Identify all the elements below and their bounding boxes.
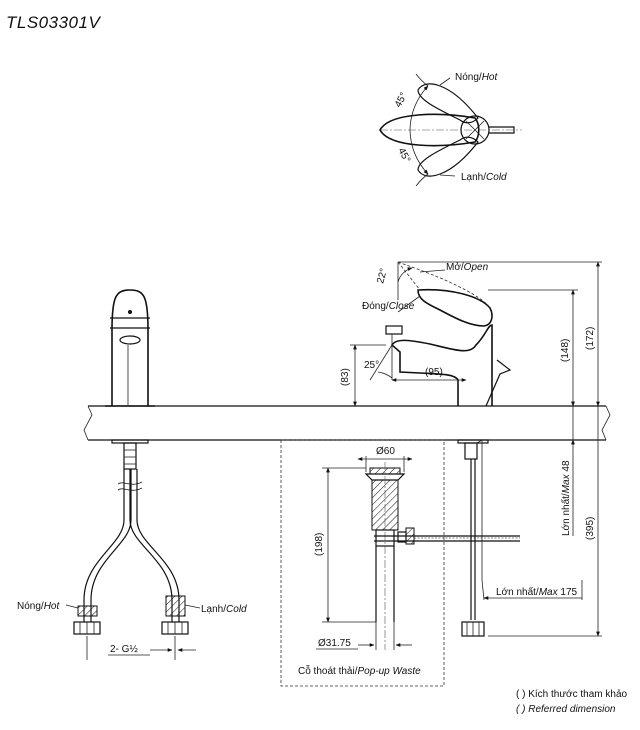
waste-dia-60: Ø60 — [376, 446, 395, 457]
top-angle-down: 45° — [395, 146, 412, 165]
front-hose-hot — [83, 469, 125, 622]
top-view: 45° 45° Nóng/Hot Lạnh/Cold — [379, 72, 522, 187]
top-handle-hot — [417, 83, 479, 124]
front-hose-cold — [129, 469, 173, 622]
front-hot-label: Nóng/Hot — [17, 601, 60, 612]
front-faucet-body — [111, 289, 149, 406]
note-line-en: ( ) Referred dimension — [516, 704, 616, 715]
side-spout-angle: 25° — [364, 360, 379, 371]
side-view: 22° 25° Mở/Open Đóng/Close (83) (95) (14… — [340, 261, 602, 637]
countertop — [83, 405, 611, 441]
side-lever-angle: 22° — [375, 267, 390, 284]
model-number: TLS03301V — [6, 13, 101, 32]
side-close-label: Đóng/Close — [362, 301, 415, 312]
top-handle-center — [379, 113, 480, 147]
top-cold-label: Lạnh/Cold — [461, 172, 507, 183]
waste-dia-3175: Ø31.75 — [318, 638, 351, 649]
side-handle-closed — [417, 288, 493, 327]
side-dim-395: (395) — [585, 517, 596, 540]
side-faucet-body — [390, 324, 493, 406]
side-dim-83: (83) — [340, 368, 351, 386]
waste-dim-198: (198) — [314, 533, 325, 556]
front-thread-dim: 2- G½ — [110, 644, 138, 655]
top-hot-label: Nóng/Hot — [455, 72, 498, 83]
side-dim-148: (148) — [560, 339, 571, 362]
waste-frame — [280, 439, 445, 687]
side-max175: Lớn nhất/Max 175 — [496, 586, 578, 598]
front-view: Nóng/Hot Lạnh/Cold 2- G½ — [17, 289, 247, 660]
note-line-vi: ( ) Kích thước tham khảo — [516, 689, 628, 700]
top-angle-up: 45° — [393, 91, 410, 110]
popup-waste: Ø60 (198) Ø31.75 Cỗ thoát thải/Pop-up Wa… — [280, 439, 520, 687]
top-handle-cold — [417, 136, 479, 177]
waste-caption: Cỗ thoát thải/Pop-up Waste — [298, 664, 421, 677]
side-max48: Lớn nhất/Max 48 — [560, 460, 572, 536]
side-dim-172: (172) — [585, 327, 596, 350]
side-dim-95: (95) — [425, 367, 443, 378]
side-open-label: Mở/Open — [446, 261, 489, 273]
front-cold-label: Lạnh/Cold — [201, 604, 247, 615]
side-handle-open — [397, 261, 489, 306]
